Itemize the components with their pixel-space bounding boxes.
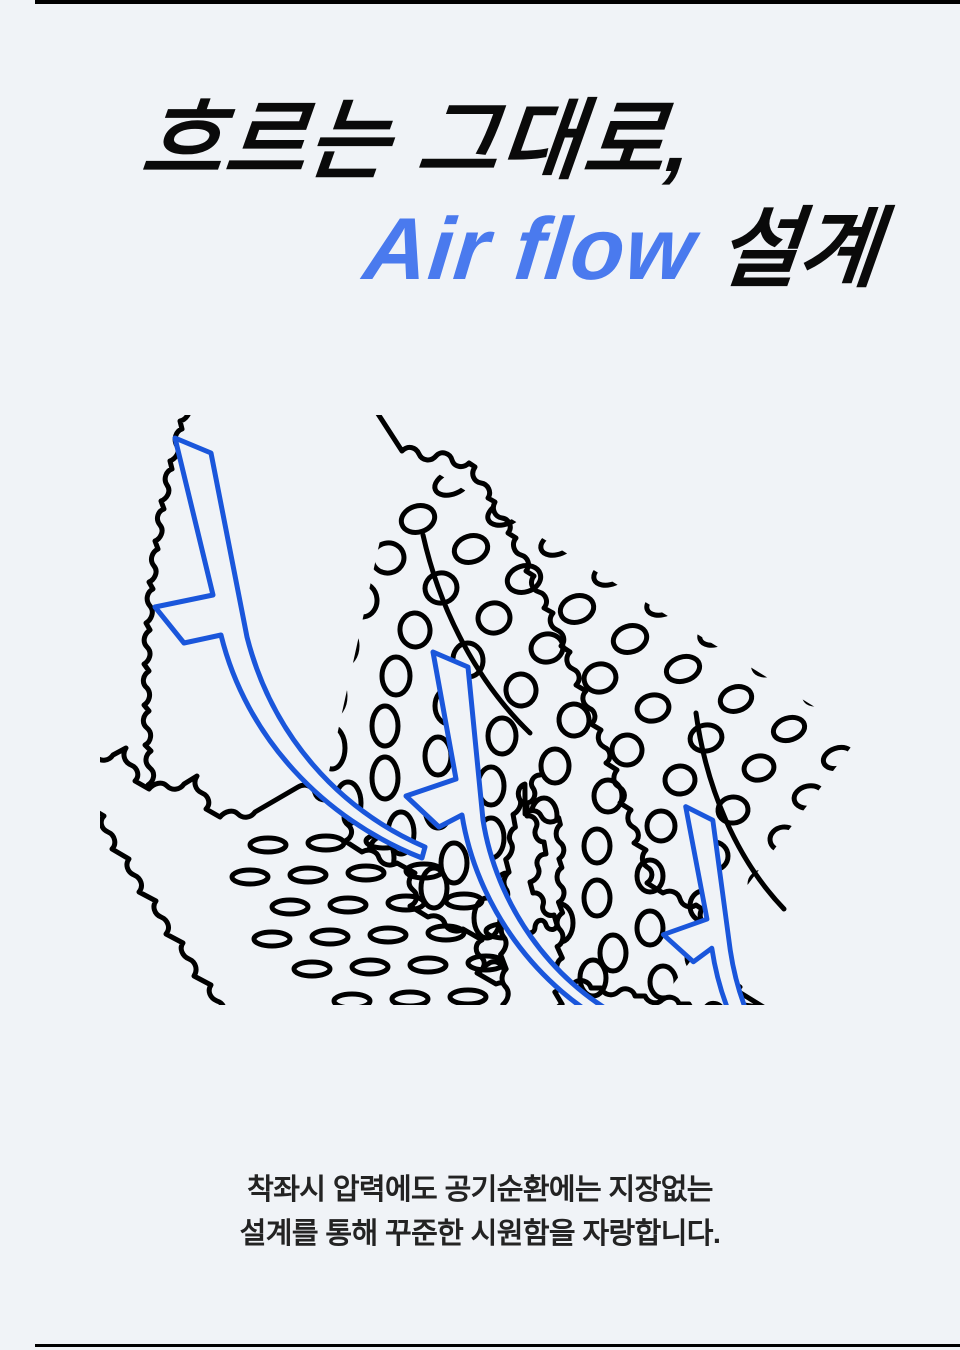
headline-block: 흐르는 그대로, Air flow 설계	[0, 91, 960, 298]
headline-tail-text: 설계	[690, 198, 884, 298]
slit-outline-1	[511, 772, 560, 937]
headline-line-2: Air flow 설계	[0, 199, 960, 298]
arrow-casing-outlines	[420, 532, 787, 912]
headline-accent-text: Air flow	[359, 198, 701, 298]
caption-line-2: 설계를 통해 꾸준한 시원함을 자랑합니다.	[239, 1218, 721, 1251]
airflow-arrow-2	[403, 649, 605, 1005]
top-divider-bar	[35, 0, 960, 4]
airflow-arrows	[152, 435, 747, 1005]
headline-line-1: 흐르는 그대로,	[137, 91, 699, 190]
airflow-arrow-3	[660, 804, 747, 1005]
caption-line-1: 착좌시 압력에도 공기순환에는 지장없는	[247, 1174, 713, 1206]
caption-block: 착좌시 압력에도 공기순환에는 지장없는 설계를 통해 꾸준한 시원함을 자랑합…	[0, 1168, 960, 1256]
arrow-casing-1	[420, 532, 533, 736]
mesh-group	[100, 415, 856, 1005]
airflow-mesh-svg	[100, 415, 856, 1005]
airflow-illustration	[100, 415, 890, 1005]
bottom-divider-bar	[35, 1344, 960, 1347]
airflow-arrow-1	[152, 435, 428, 861]
arrow-slit-outlines	[511, 772, 560, 937]
arrow-casing-2	[693, 710, 787, 912]
